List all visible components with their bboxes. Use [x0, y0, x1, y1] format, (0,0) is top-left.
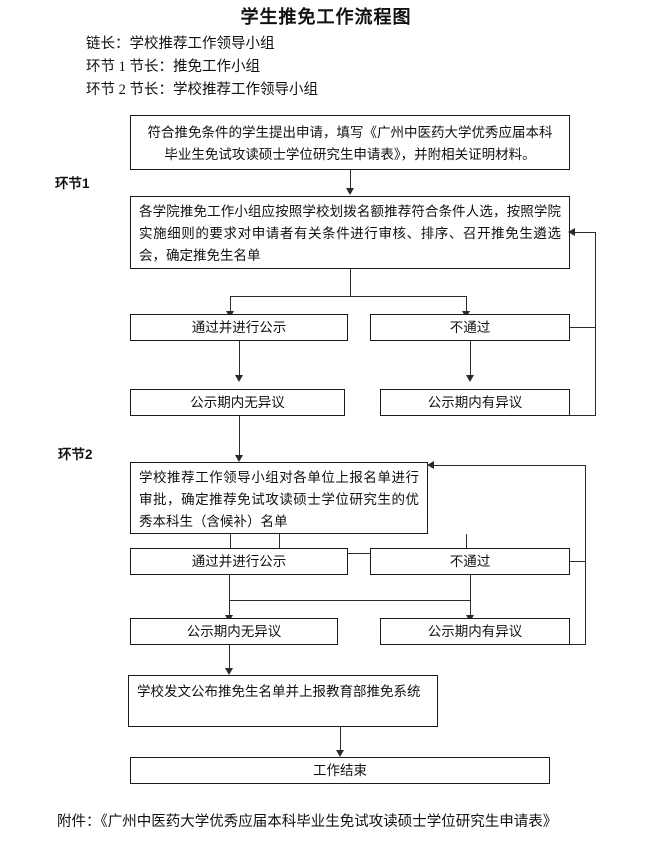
box-school-approval: 学校推荐工作领导小组对各单位上报名单进行审批，确定推荐免试攻读硕士学位研究生的优…: [130, 462, 428, 534]
connector-college-down: [350, 269, 351, 296]
header-line-stage1-lead: 环节 1 节长：推免工作小组: [86, 59, 260, 75]
connector-publish-down: [340, 727, 341, 753]
connector-no-objection2-down: [229, 645, 230, 671]
connector-pass1-down: [239, 341, 240, 378]
arrowhead-to-school-approve: [234, 455, 243, 462]
arrowhead-to-no-objection-1: [234, 375, 243, 382]
connector-split-right-1: [466, 296, 467, 314]
box-student-application: 符合推免条件的学生提出申请，填写《广州中医药大学优秀应届本科毕业生免试攻读硕士学…: [130, 115, 570, 170]
connector-fail1-down: [470, 341, 471, 378]
connector-loop2-vertical: [585, 465, 586, 644]
arrowhead-to-objection-1: [465, 375, 474, 382]
box-work-end: 工作结束: [130, 757, 550, 784]
box-not-pass-2: 不通过: [370, 548, 570, 575]
connector-mid-bar-2: [229, 600, 470, 601]
arrowhead-to-end: [335, 750, 344, 757]
box-objection-1: 公示期内有异议: [380, 389, 570, 416]
connector-apply-to-college: [350, 170, 351, 190]
connector-fail2-down: [470, 575, 471, 600]
page-title: 学生推免工作流程图: [240, 7, 412, 27]
box-not-pass-1: 不通过: [370, 314, 570, 341]
connector-objection1-right: [570, 415, 596, 416]
box-pass-publicity-1: 通过并进行公示: [130, 314, 348, 341]
box-pass-publicity-2: 通过并进行公示: [130, 548, 348, 575]
box-college-review: 各学院推免工作小组应按照学校划拨名额推荐符合条件人选，按照学院实施细则的要求对申…: [130, 196, 570, 269]
arrowhead-apply-to-college: [345, 188, 354, 195]
box-objection-2: 公示期内有异议: [380, 618, 570, 645]
stage-label-2: 环节2: [58, 447, 93, 462]
arrowhead-loop2-into-school-approval: [427, 460, 434, 469]
connector-loop1-vertical: [595, 232, 596, 415]
connector-mid-left-2: [229, 600, 230, 618]
connector-split-bar-1: [230, 296, 466, 297]
footer-attachment: 附件：《广州中医药大学优秀应届本科毕业生免试攻读硕士学位研究生申请表》: [57, 814, 558, 830]
box-no-objection-2: 公示期内无异议: [130, 618, 338, 645]
connector-mid-right-2: [470, 600, 471, 618]
header-line-stage2-lead: 环节 2 节长：学校推荐工作领导小组: [86, 82, 318, 98]
stage-label-1: 环节1: [55, 176, 90, 191]
connector-split-left-2: [230, 534, 231, 553]
connector-split-left-1: [230, 296, 231, 314]
box-publish-list: 学校发文公布推免生名单并上报教育部推免系统: [128, 675, 438, 727]
box-no-objection-1: 公示期内无异议: [130, 389, 345, 416]
header-line-chain-lead: 链长：学校推荐工作领导小组: [86, 36, 275, 52]
connector-split-bar-2: [230, 553, 466, 554]
arrowhead-loop1-into-college-review: [568, 227, 575, 236]
connector-school-approval-down: [279, 534, 280, 553]
connector-no-objection1-down: [239, 416, 240, 458]
connector-loop1-top: [572, 232, 596, 233]
arrowhead-to-publish: [224, 668, 233, 675]
connector-fail1-right: [570, 327, 596, 328]
connector-pass2-down: [229, 575, 230, 600]
connector-fail2-right: [570, 561, 586, 562]
connector-split-right-2: [466, 534, 467, 553]
connector-loop2-top: [432, 465, 586, 466]
connector-objection2-right: [570, 644, 586, 645]
